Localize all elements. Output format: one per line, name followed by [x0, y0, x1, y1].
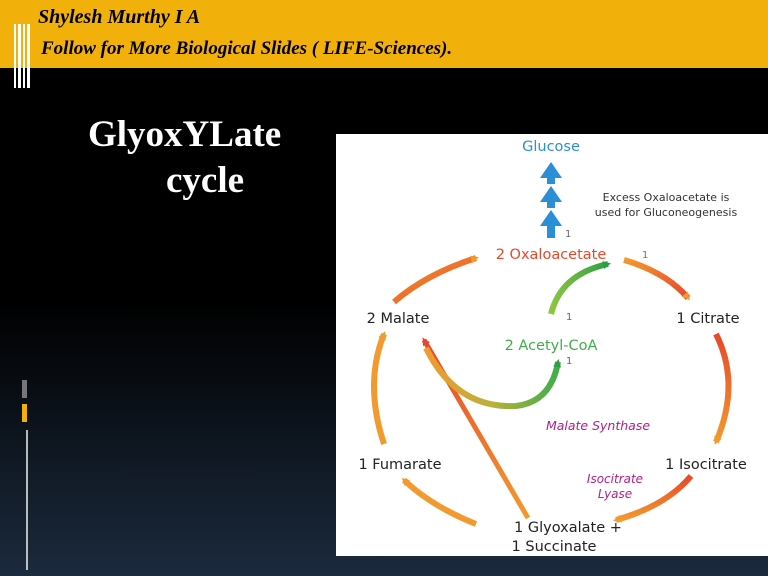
follow-text: Follow for More Biological Slides ( LIFE…	[41, 38, 453, 59]
isocitrate-lyase-line-1: Isocitrate	[587, 472, 643, 486]
arrow-acetyl-to-malate	[423, 346, 562, 410]
slide-title: GlyoxYLate cycle	[88, 112, 281, 205]
arrow-citrate-to-isocitrate	[713, 332, 732, 445]
acetyl-upper-stoich: 1	[566, 312, 572, 323]
author-name: Shylesh Murthy I A	[38, 6, 201, 28]
oxaloacetate-label: 2 Oxaloacetate	[496, 247, 607, 263]
arrow-isocitrate-to-glyoxalate	[613, 474, 694, 523]
fumarate-label: 1 Fumarate	[358, 457, 441, 473]
arrow-malate-to-oxaloacetate	[392, 255, 479, 305]
glucose-stoich: 1	[565, 229, 571, 240]
isocitrate-lyase-line-2: Lyase	[598, 487, 632, 501]
decorative-bars	[14, 24, 32, 88]
acetyl-lower-stoich: 1	[566, 356, 572, 367]
glyoxylate-cycle-diagram: Glucose 1 Excess Oxaloacetate is used fo…	[336, 134, 768, 556]
malate-label: 2 Malate	[367, 311, 430, 327]
title-line-2: cycle	[166, 160, 245, 202]
succinate-label: 1 Succinate	[512, 539, 597, 555]
gluconeogenesis-arrows	[540, 162, 562, 238]
header-bar: Shylesh Murthy I A Follow for More Biolo…	[0, 0, 768, 68]
isocitrate-label: 1 Isocitrate	[665, 457, 747, 473]
arrow-oxaloacetate-to-citrate	[623, 257, 691, 301]
malate-synthase-label: Malate Synthase	[546, 418, 650, 433]
sidebar-accent-yellow	[22, 404, 27, 422]
note-line-1: Excess Oxaloacetate is	[603, 191, 730, 204]
note-line-2: used for Gluconeogenesis	[595, 206, 738, 219]
arrow-fumarate-to-malate	[371, 331, 387, 445]
glucose-label: Glucose	[522, 139, 580, 155]
glyoxalate-label: 1 Glyoxalate +	[514, 520, 622, 536]
acetyl-coa-label: 2 Acetyl-CoA	[505, 338, 598, 354]
sidebar-accent-line	[26, 430, 28, 570]
sidebar-accent-gray	[22, 380, 27, 398]
diagram-svg: Glucose 1 Excess Oxaloacetate is used fo…	[358, 139, 747, 555]
citrate-label: 1 Citrate	[676, 311, 739, 327]
title-line-1: GlyoxYLate	[88, 114, 282, 155]
arrow-acetyl-to-oxaloacetate	[548, 261, 611, 315]
arrow-succinate-to-fumarate	[401, 477, 478, 527]
oxaloacetate-stoich: 1	[642, 250, 648, 261]
